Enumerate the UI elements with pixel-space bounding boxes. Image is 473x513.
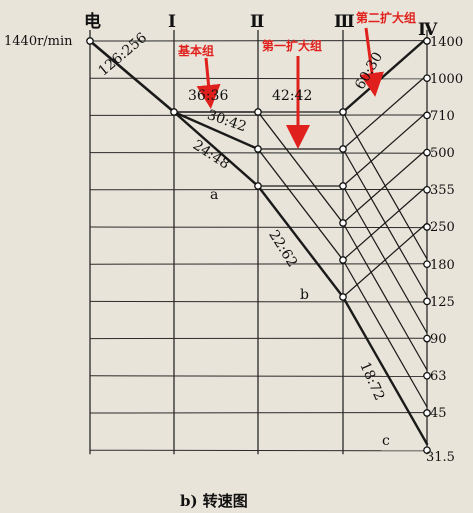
transmission-line [88,39,176,114]
transmission-line [257,111,344,224]
annotation-arrow [360,27,384,97]
transmission-line [257,148,344,261]
speed-node [339,145,347,153]
transmission-line [342,148,428,224]
shaft-label-1: Ⅰ [168,12,176,32]
speed-level-line [89,226,428,229]
speed-node [254,108,262,116]
transmission-line [342,222,428,298]
speed-node [423,297,431,306]
transmission-line [341,36,429,114]
speed-node [423,111,431,120]
output-speed-label: 500 [430,146,455,161]
speed-level-line [89,300,428,303]
speed-node [423,223,431,231]
transmission-line [342,74,428,150]
ratio-label-36-36: 36:36 [188,88,229,104]
speed-level-line [89,77,428,80]
figure-caption: b) 转速图 [180,492,248,510]
annotation-first-extension: 第一扩大组 [262,39,323,53]
branch-letter-c: c [382,433,390,449]
transmission-line [256,184,345,299]
speed-node [423,334,431,343]
speed-node [339,219,347,227]
speed-node [423,446,431,455]
output-speed-label: 180 [430,258,455,273]
ratio-label-42-42: 42:42 [272,88,313,104]
output-speed-label: 355 [430,183,455,198]
speed-node [423,260,431,269]
speed-node [423,409,431,417]
speed-node [423,185,431,194]
speed-node [423,371,431,380]
speed-node [339,108,347,116]
speed-node [170,108,178,116]
speed-level-line [89,375,428,377]
output-speed-label: 63 [430,369,447,384]
branch-letter-b: b [300,287,309,303]
shaft-label-3: Ⅲ [334,12,355,32]
output-speed-label: 1400 [430,35,464,50]
output-speed-label: 90 [430,332,447,347]
shaft-label-motor: 电 [84,12,101,32]
transmission-line [172,110,260,188]
speed-node [339,256,347,264]
speed-node [86,37,94,45]
speed-node [339,293,347,301]
input-speed-label: 1440r/min [4,34,73,49]
transmission-line [342,111,428,187]
output-speed-label: 45 [430,406,447,421]
branch-letter-a: a [210,187,219,203]
transmission-line [342,259,428,408]
speed-node [423,148,431,157]
output-speed-label: 710 [430,109,455,124]
output-speed-label: 125 [430,295,455,310]
shaft-label-2: Ⅱ [250,12,265,32]
speed-node [423,37,431,45]
speed-node [254,145,262,153]
transmission-line [342,222,428,371]
transmission-line [342,185,428,261]
output-speed-label: 31.5 [426,450,455,465]
annotation-basic-group: 基本组 [178,44,215,58]
output-speed-label: 250 [430,220,455,235]
speed-node [339,182,347,190]
speed-node [254,182,262,190]
transmission-line [172,110,260,151]
output-speed-label: 1000 [430,72,464,87]
annotation-arrow [196,57,221,109]
transmission-line [341,295,429,446]
speed-node [423,74,431,83]
speed-level-line [89,152,428,154]
annotation-second-extension: 第二扩大组 [356,11,417,25]
speed-level-line [89,449,428,452]
shaft-label-4: Ⅳ [418,20,438,40]
